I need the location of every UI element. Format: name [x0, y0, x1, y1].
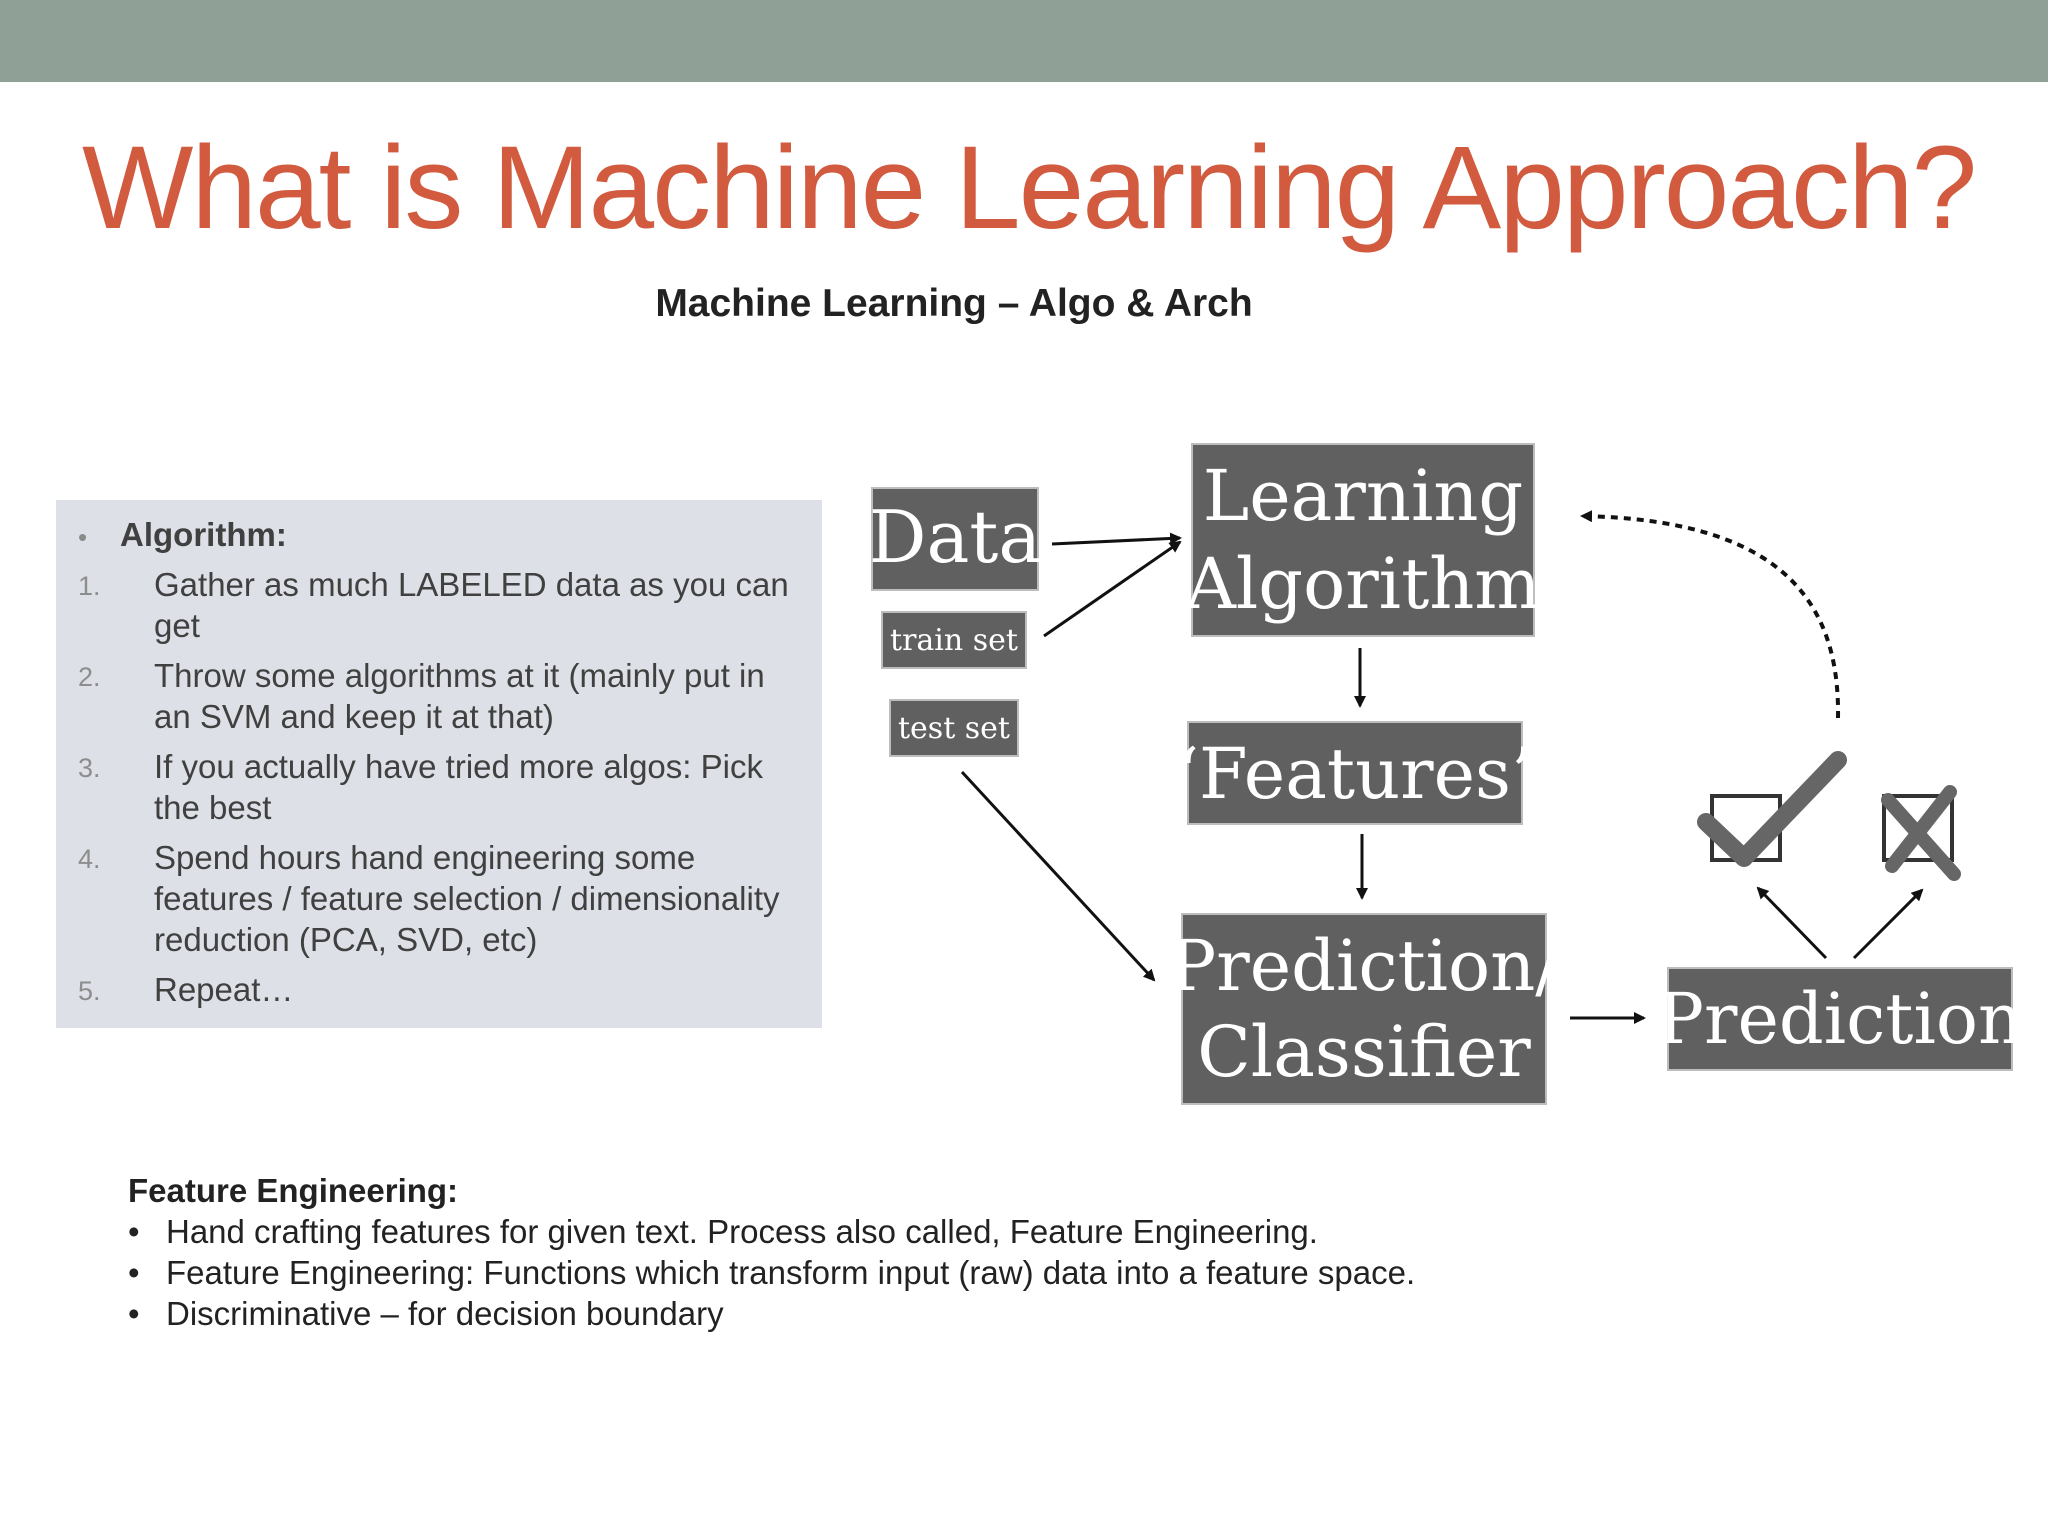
step-number: 4. — [78, 844, 101, 874]
classifier-box: Prediction/ Classifier — [1169, 913, 1559, 1105]
prediction-label: Prediction — [1657, 978, 2023, 1060]
checkmark-icon — [1697, 751, 1847, 867]
train-set-box: train set — [881, 611, 1027, 669]
bullet-icon: • — [128, 1295, 140, 1332]
train-to-learning-arrow — [1043, 540, 1182, 638]
list-item: • Hand crafting features for given text.… — [128, 1211, 1428, 1252]
prediction-to-cross-arrow — [1852, 888, 1924, 960]
algorithm-heading: Algorithm: — [120, 516, 287, 553]
top-banner — [0, 0, 2048, 82]
step-text: Gather as much LABELED data as you can g… — [154, 566, 789, 644]
step-text: Repeat… — [154, 971, 294, 1008]
list-item-text: Hand crafting features for given text. P… — [166, 1213, 1318, 1250]
algorithm-step: 4. Spend hours hand engineering some fea… — [78, 837, 804, 960]
bullet-icon: • — [128, 1254, 140, 1291]
algorithm-label: Algorithm — [1184, 543, 1540, 625]
slide-subtitle: Machine Learning – Algo & Arch — [655, 282, 1253, 325]
cross-icon — [1881, 785, 1961, 881]
step-number: 2. — [78, 662, 101, 692]
feedback-dashed-arrow — [1580, 510, 1841, 719]
train-set-label: train set — [890, 623, 1018, 658]
features-label: “Features” — [1163, 733, 1547, 815]
slide-title: What is Machine Learning Approach? — [82, 122, 1977, 254]
list-item-text: Discriminative – for decision boundary — [166, 1295, 724, 1332]
test-set-label: test set — [898, 711, 1010, 746]
prediction-classifier-label: Prediction/ — [1169, 925, 1559, 1007]
step-text: Throw some algorithms at it (mainly put … — [154, 657, 765, 735]
test-set-box: test set — [889, 699, 1019, 757]
algorithm-heading-row: • Algorithm: — [78, 514, 804, 558]
data-box: Data — [869, 487, 1042, 591]
list-item: • Discriminative – for decision boundary — [128, 1293, 1428, 1334]
algorithm-panel: • Algorithm: 1. Gather as much LABELED d… — [56, 500, 822, 1028]
step-number: 3. — [78, 753, 101, 783]
classifier-label: Classifier — [1197, 1011, 1531, 1093]
bullet-icon: • — [128, 1213, 140, 1250]
list-item: • Feature Engineering: Functions which t… — [128, 1252, 1428, 1293]
feature-engineering-section: Feature Engineering: • Hand crafting fea… — [128, 1170, 1428, 1334]
prediction-box: Prediction — [1657, 967, 2023, 1071]
bullet-icon: • — [78, 522, 88, 552]
prediction-to-check-arrow — [1756, 886, 1828, 960]
algorithm-step: 3. If you actually have tried more algos… — [78, 746, 804, 828]
data-label: Data — [869, 495, 1042, 579]
algorithm-step: 5. Repeat… — [78, 969, 804, 1012]
list-item-text: Feature Engineering: Functions which tra… — [166, 1254, 1416, 1291]
step-number: 5. — [78, 976, 101, 1006]
algorithm-step: 2. Throw some algorithms at it (mainly p… — [78, 655, 804, 737]
algorithm-step: 1. Gather as much LABELED data as you ca… — [78, 564, 804, 646]
learning-label: Learning — [1203, 455, 1523, 537]
step-text: If you actually have tried more algos: P… — [154, 748, 763, 826]
features-box: “Features” — [1163, 721, 1547, 825]
step-text: Spend hours hand engineering some featur… — [154, 839, 780, 958]
feature-engineering-heading: Feature Engineering: — [128, 1172, 459, 1209]
learning-algorithm-box: Learning Algorithm — [1184, 443, 1541, 637]
step-number: 1. — [78, 571, 101, 601]
test-to-classifier-arrow — [960, 770, 1156, 982]
data-to-learning-arrow — [1051, 532, 1182, 546]
